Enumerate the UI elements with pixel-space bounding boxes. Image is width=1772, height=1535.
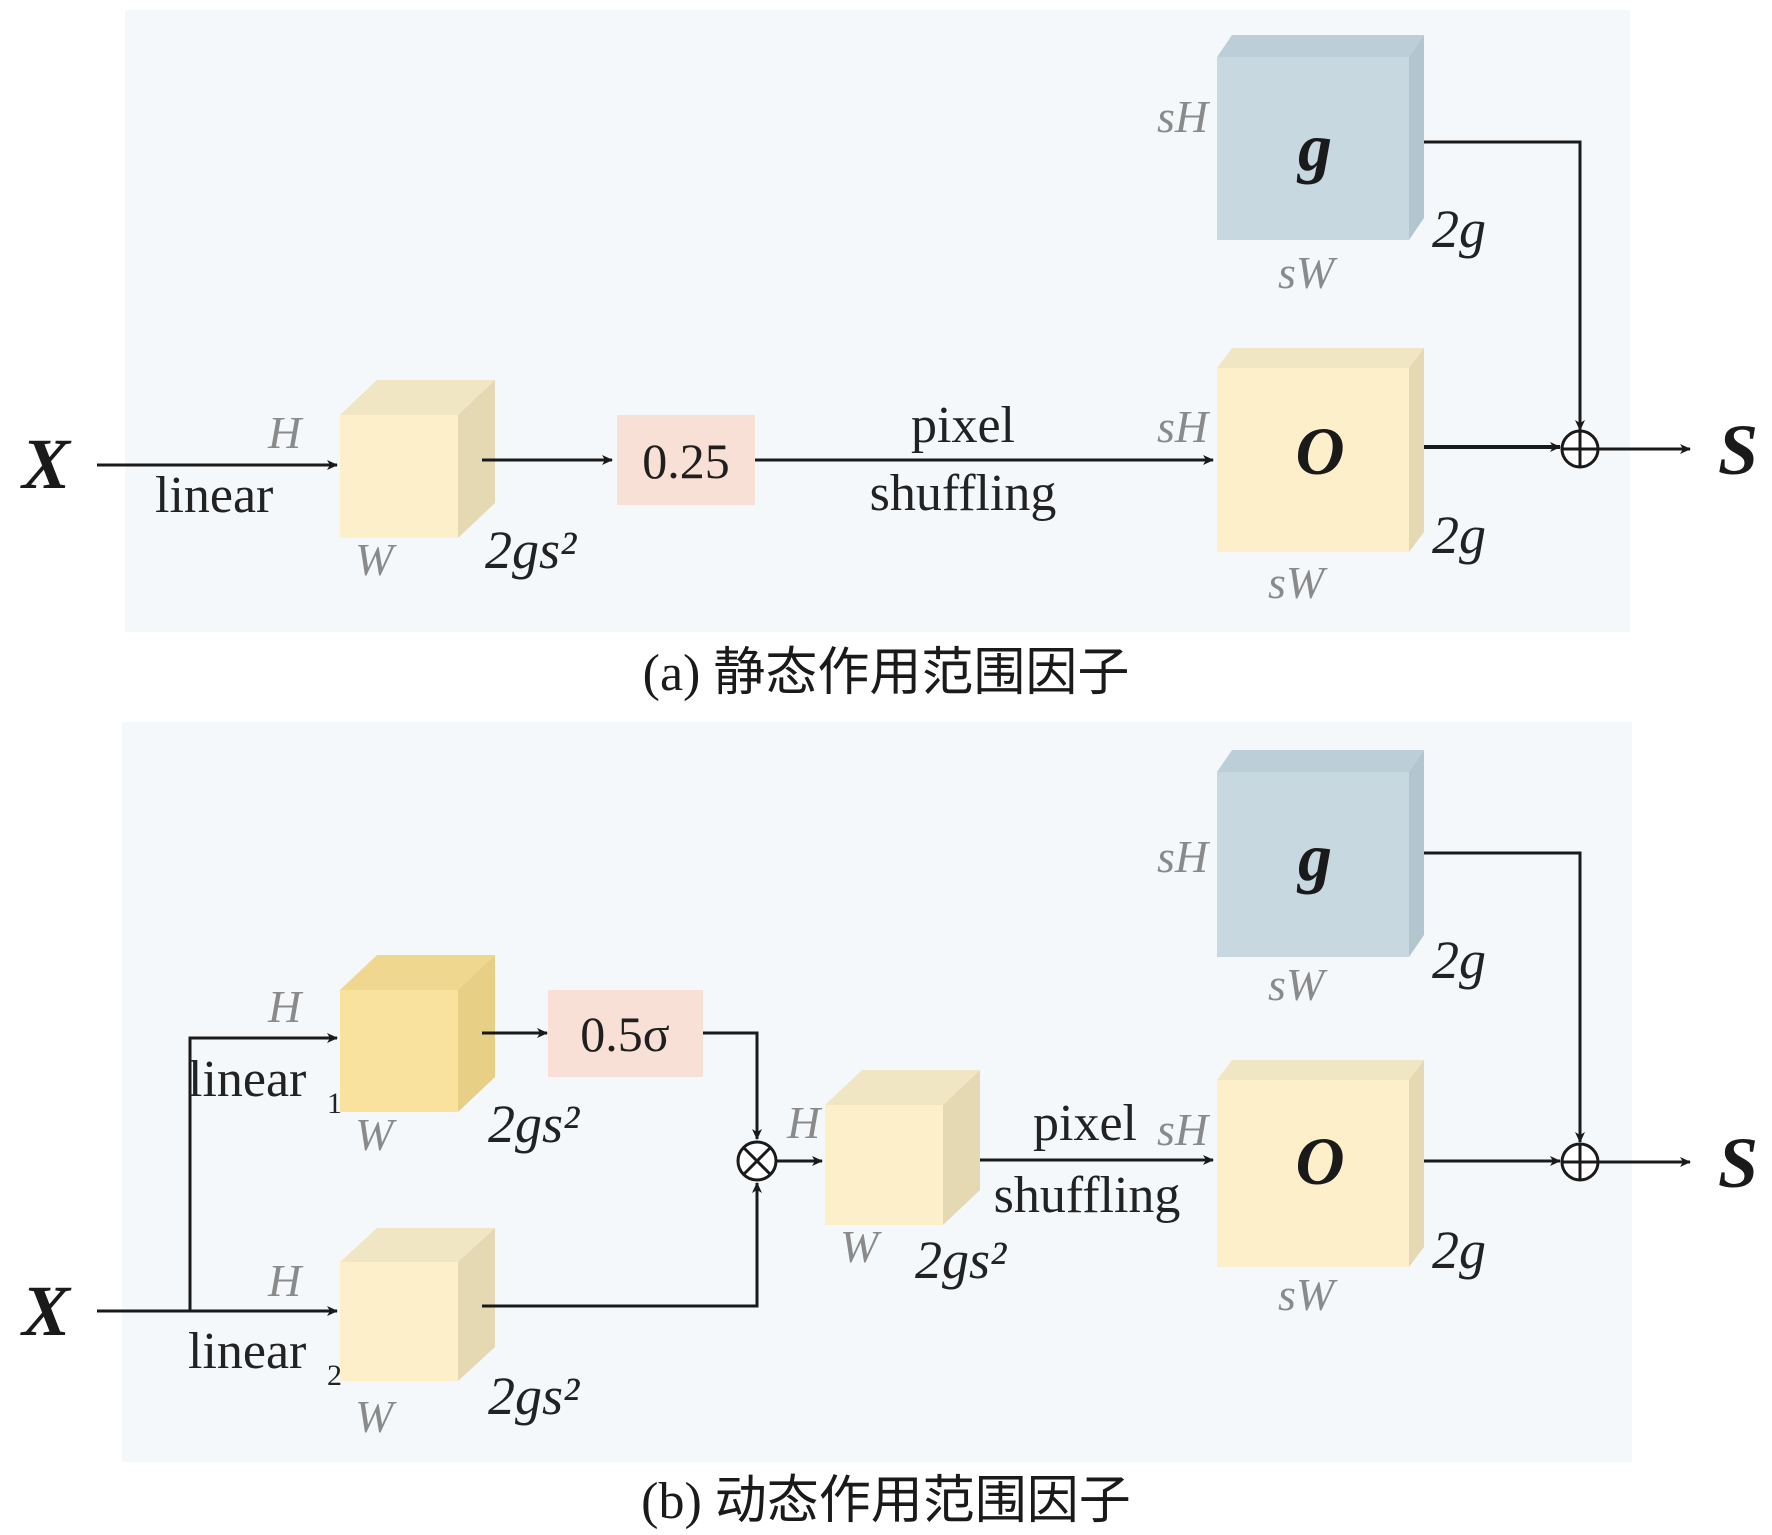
panel-b-output-s: S bbox=[1718, 1123, 1758, 1203]
panel-a-sum-icon bbox=[1560, 429, 1600, 469]
panel-b-g-to-sum bbox=[1424, 851, 1585, 1143]
panel-b-cube2-to-mul bbox=[482, 1182, 762, 1308]
panel-a-g-block bbox=[1217, 35, 1424, 240]
panel-a-output-s: S bbox=[1718, 410, 1758, 490]
panel-b-o-w: sW bbox=[1278, 1269, 1338, 1320]
panel-b-cube2-h: H bbox=[267, 1255, 304, 1306]
panel-b-linear1-sub: 1 bbox=[327, 1087, 342, 1120]
panel-b-cube3-h: H bbox=[786, 1097, 823, 1148]
panel-b-sum-icon bbox=[1560, 1142, 1600, 1182]
panel-b-g-c: 2g bbox=[1432, 930, 1486, 990]
panel-b-cube-product bbox=[825, 1070, 980, 1225]
panel-a-g-w: sW bbox=[1278, 247, 1338, 298]
panel-a-cube-h: H bbox=[267, 407, 304, 458]
panel-a-g-h: sH bbox=[1157, 91, 1211, 142]
panel-b-cube-linear2 bbox=[340, 1228, 495, 1381]
panel-b-o-h: sH bbox=[1157, 1104, 1211, 1155]
panel-b-o-c: 2g bbox=[1432, 1220, 1486, 1280]
panel-a-feature-cube bbox=[340, 380, 495, 538]
panel-a-g-label: g bbox=[1296, 109, 1332, 185]
panel-b-cube2-w: W bbox=[355, 1391, 397, 1442]
panel-b-linear2-label: linear bbox=[188, 1323, 306, 1380]
panel-b-caption: (b) 动态作用范围因子 bbox=[641, 1473, 1131, 1530]
panel-b-cube1-h: H bbox=[267, 981, 304, 1032]
panel-a-scale-box bbox=[617, 415, 755, 505]
panel-b-cube1-w: W bbox=[355, 1109, 397, 1160]
panel-b-o-label: O bbox=[1295, 1123, 1344, 1199]
panel-a-linear-label: linear bbox=[155, 467, 273, 524]
panel-a-cube-c: 2gs² bbox=[485, 520, 577, 580]
panel-b-shuffling-label: shuffling bbox=[994, 1167, 1181, 1224]
panel-a-o-w: sW bbox=[1268, 557, 1328, 608]
panel-b-scale-value: 0.5σ bbox=[580, 1006, 670, 1062]
panel-a-o-label: O bbox=[1295, 413, 1344, 489]
panel-b-branch-up bbox=[188, 1033, 338, 1311]
panel-b-scale-box bbox=[548, 990, 703, 1077]
panel-b-o-block bbox=[1217, 1060, 1424, 1267]
panel-b-cube3-w: W bbox=[840, 1221, 882, 1272]
panel-b-linear2-sub: 2 bbox=[327, 1359, 342, 1392]
panel-a-o-c: 2g bbox=[1432, 505, 1486, 565]
panel-b-cube1-c: 2gs² bbox=[488, 1094, 580, 1154]
panel-a-scale-value: 0.25 bbox=[642, 433, 730, 489]
panel-b-g-h: sH bbox=[1157, 831, 1211, 882]
panel-b-g-block bbox=[1217, 750, 1424, 957]
panel-b-multiply-icon bbox=[736, 1140, 778, 1182]
panel-b: X linear 1 linear 2 H W 2gs² H W 2gs² 0.… bbox=[20, 722, 1758, 1530]
panel-a-o-block bbox=[1217, 348, 1424, 552]
panel-a-o-h: sH bbox=[1157, 401, 1211, 452]
panel-b-cube3-c: 2gs² bbox=[915, 1230, 1007, 1290]
panel-a-input-x: X bbox=[20, 424, 72, 504]
panel-b-g-w: sW bbox=[1268, 959, 1328, 1010]
panel-b-pixel-label: pixel bbox=[1033, 1095, 1137, 1152]
panel-a-g-c: 2g bbox=[1432, 199, 1486, 259]
panel-a-caption: (a) 静态作用范围因子 bbox=[643, 645, 1130, 702]
panel-a: X linear H W 2gs² 0.25 pixel shuffling g… bbox=[20, 10, 1758, 702]
panel-a-cube-w: W bbox=[355, 534, 397, 585]
panel-b-input-x: X bbox=[20, 1271, 72, 1351]
panel-b-cube2-c: 2gs² bbox=[488, 1366, 580, 1426]
panel-a-pixel-label: pixel bbox=[911, 397, 1015, 454]
panel-b-g-label: g bbox=[1296, 819, 1332, 895]
panel-b-linear1-label: linear bbox=[188, 1051, 306, 1108]
panel-b-cube-linear1 bbox=[340, 955, 495, 1112]
panel-b-scale-to-mul bbox=[703, 1031, 762, 1140]
panel-a-g-to-sum bbox=[1424, 140, 1585, 431]
panel-a-shuffling-label: shuffling bbox=[870, 465, 1057, 522]
